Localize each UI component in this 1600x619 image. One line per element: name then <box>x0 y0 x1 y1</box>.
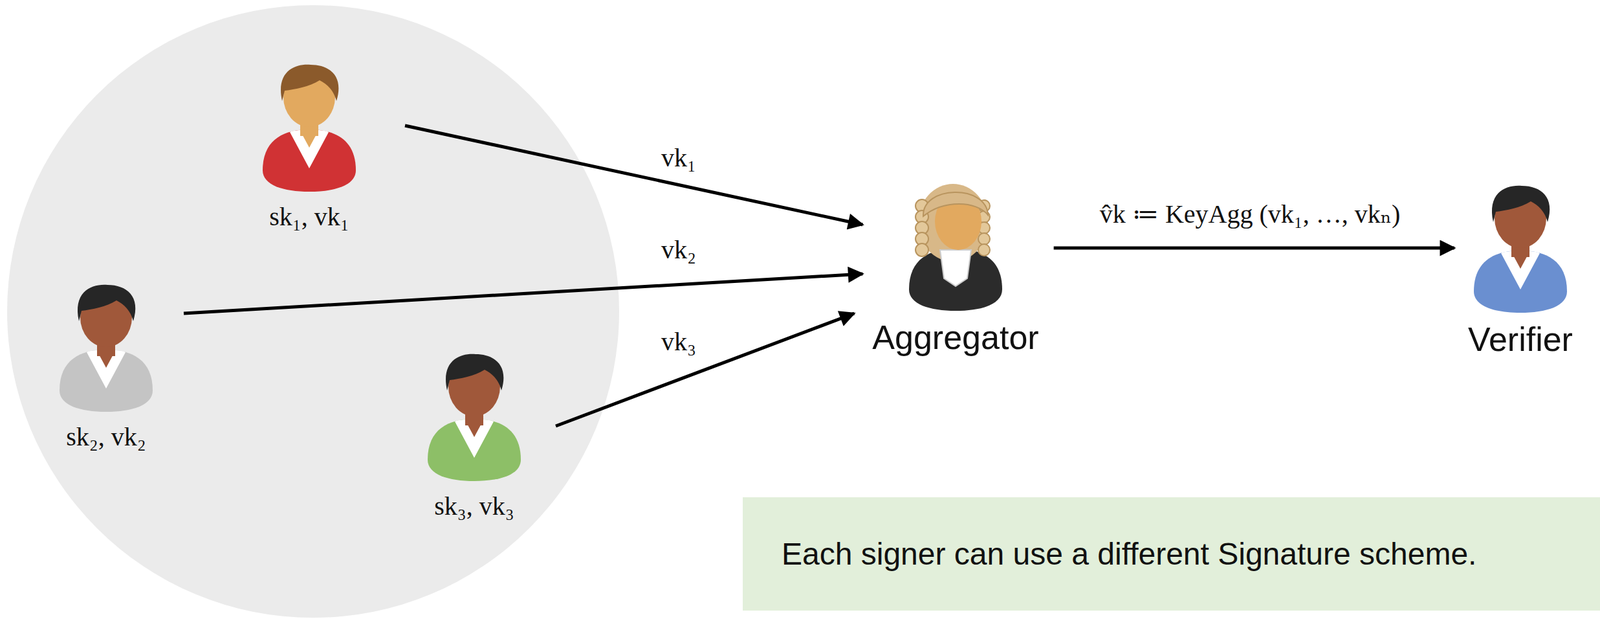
person-body <box>262 129 356 192</box>
party-figure: sk₃, vk₃ <box>396 346 552 521</box>
person-icon <box>54 276 158 413</box>
arrow-connector <box>1053 246 1455 250</box>
aggregator-figure: Aggregator <box>872 175 1039 358</box>
person-hair <box>445 353 504 391</box>
person-collar <box>86 349 126 389</box>
key-label: sk₂, vk₂ <box>65 421 146 452</box>
person-icon <box>422 346 527 483</box>
person-collar <box>289 129 329 169</box>
person-neck-v <box>300 130 319 148</box>
edge-label: v̂k ≔ KeyAgg (vk₁, …, vkₙ) <box>1097 199 1404 230</box>
role-label: Verifier <box>1468 320 1573 360</box>
arrow-connector <box>405 125 863 225</box>
wig-curl <box>915 243 929 257</box>
judge-wig-top <box>923 192 988 217</box>
person-hair <box>77 284 136 321</box>
arrow-connector <box>555 313 855 426</box>
person-neck-v <box>465 419 484 437</box>
judge-robe <box>909 248 1003 311</box>
key-label: sk₁, vk₁ <box>269 201 349 232</box>
party-figure: sk₂, vk₂ <box>28 276 184 452</box>
wig-curl <box>978 243 990 256</box>
person-body <box>59 349 153 412</box>
arrow-connector <box>183 273 863 314</box>
person-collar <box>1501 250 1540 290</box>
edge-label: vk₁ <box>658 142 699 173</box>
party-figure: sk₁, vk₁ <box>231 56 387 232</box>
note-box: Each signer can use a different Signatur… <box>742 496 1600 611</box>
judge-jabot <box>940 249 972 286</box>
edge-label: vk₃ <box>658 326 699 357</box>
person-icon <box>1468 177 1573 314</box>
person-body <box>427 418 521 481</box>
judge-icon <box>903 175 1008 312</box>
party-figure: Verifier <box>1458 177 1582 360</box>
person-neck-v <box>1511 251 1530 269</box>
key-label: sk₃, vk₃ <box>434 491 514 521</box>
person-collar <box>454 418 494 458</box>
person-hair <box>1491 185 1550 222</box>
note-text: Each signer can use a different Signatur… <box>781 535 1477 572</box>
edge-label: vk₂ <box>658 234 699 265</box>
person-body <box>1473 250 1568 313</box>
person-icon <box>257 56 362 193</box>
wig-curl <box>978 232 990 245</box>
person-hair <box>280 64 339 101</box>
signer-group-region <box>7 5 620 618</box>
role-label: Aggregator <box>872 318 1039 358</box>
person-neck-v <box>97 350 116 368</box>
